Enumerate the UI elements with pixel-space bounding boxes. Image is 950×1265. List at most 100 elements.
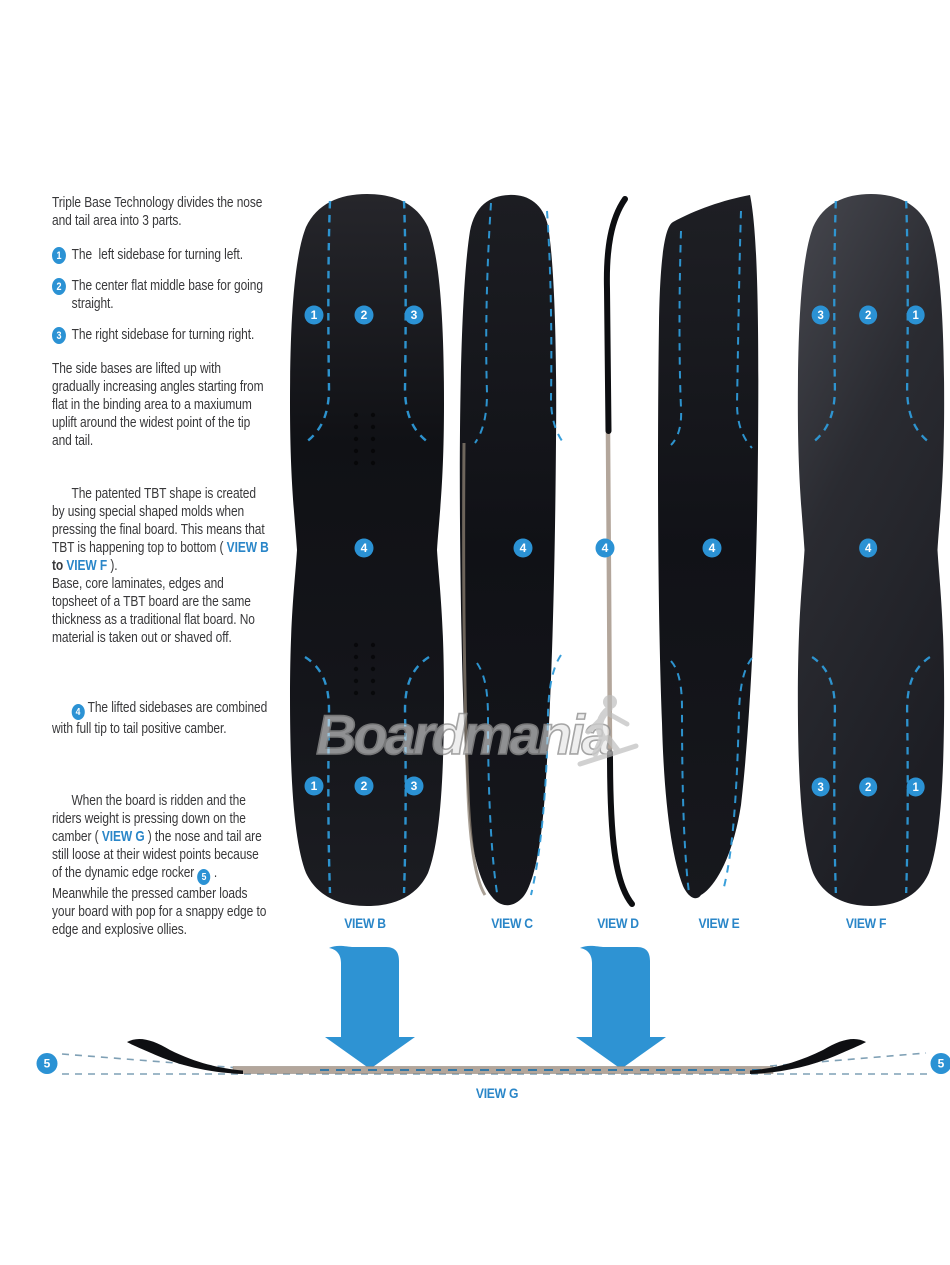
camber-badge <box>859 538 878 558</box>
board-view-c: 4 <box>459 194 566 906</box>
ridden-seg2: the nose and tail are still loose at the… <box>52 829 265 881</box>
camber-badge-number: 4 <box>709 541 716 555</box>
profile-nose-dark <box>603 196 628 434</box>
board-outline <box>459 194 557 906</box>
zone-badge-number: 3 <box>817 309 824 322</box>
tbt-zone-dashed-line <box>811 200 837 444</box>
down-arrow-icon <box>325 945 415 1069</box>
zone-badge <box>906 777 925 797</box>
tbt-zone-dashed-line <box>546 210 566 446</box>
zone-badges-top: 3 2 1 <box>811 305 925 325</box>
tbt-zone-dashed-line <box>402 200 430 444</box>
list-item: 2 The center flat middle base for going … <box>52 277 270 313</box>
tbt-zone-dashed-line <box>811 655 837 894</box>
camber-item-text: The lifted sidebases are combined with f… <box>52 700 271 737</box>
press-down-arrow-left <box>325 945 415 1069</box>
tbt-zone-dashed-line <box>476 662 498 894</box>
tbt-zone-dashed-line <box>304 655 332 894</box>
zone-badge-number: 2 <box>865 309 872 322</box>
zone-badges-bottom: 3 2 1 <box>811 777 925 797</box>
zone-badge-number: 1 <box>311 779 318 793</box>
board-view-e: 4 <box>658 195 759 899</box>
number-badge-2: 2 <box>52 278 66 295</box>
tbt-zone-dashed-line <box>530 654 562 896</box>
zone-badge <box>354 305 374 325</box>
list-item-text: The right sidebase for turning right. <box>71 327 255 343</box>
watermark: Boardmania <box>315 695 639 767</box>
tbt-lead: The patented TBT shape is created by usi… <box>52 486 268 556</box>
tbt-zone-dashed-line <box>735 210 753 449</box>
zone-badge-number: 2 <box>361 308 368 322</box>
view-b-reference: VIEW B <box>226 540 269 556</box>
zone-badge-number: 3 <box>817 781 824 794</box>
number-badge-5: 5 <box>197 869 211 885</box>
view-d-label: VIEW D <box>597 916 639 931</box>
tbt-paragraph: The patented TBT shape is created by usi… <box>52 467 270 665</box>
zone-badge <box>404 776 424 796</box>
ridden-paragraph: When the board is ridden and the riders … <box>52 774 270 957</box>
press-down-arrow-right <box>576 945 666 1069</box>
profile-tail-dark <box>607 750 635 907</box>
tbt-zone-dashed-line <box>905 200 931 444</box>
camber-badge <box>513 538 533 558</box>
camber-badge-number: 4 <box>520 541 527 555</box>
ridden-seg1: When the board is ridden and the riders … <box>52 793 250 845</box>
watermark-text: Boardmania <box>316 703 611 766</box>
number-badge-1: 1 <box>52 247 66 264</box>
zone-badge <box>859 305 878 325</box>
board-side-edge <box>462 442 487 896</box>
view-b-label: VIEW B <box>344 916 386 931</box>
view-g-label: VIEW G <box>475 1086 519 1101</box>
zone-badge-number: 1 <box>311 308 318 322</box>
camber-badge <box>702 538 722 558</box>
paren-open: ( <box>219 540 227 556</box>
board-view-f: 3 2 1 4 3 2 1 <box>797 194 945 906</box>
board-view-d: 4 <box>595 196 635 907</box>
zone-badge-number: 3 <box>411 308 418 322</box>
camber-badge <box>595 538 615 558</box>
intro-paragraph: Triple Base Technology divides the nose … <box>52 195 266 229</box>
camber-badge-number: 4 <box>865 542 872 555</box>
camber-badge-number: 4 <box>602 541 609 555</box>
board-profile-tail <box>750 1038 866 1074</box>
zone-badge-number: 1 <box>912 309 919 322</box>
paren-close: ) <box>144 829 155 845</box>
list-item: 1 The left sidebase for turning left. <box>52 246 270 264</box>
zone-badges-bottom: 1 2 3 <box>304 776 424 796</box>
to-text: to <box>52 540 276 574</box>
zone-badge <box>404 305 424 325</box>
zone-badge-number: 3 <box>411 779 418 793</box>
tbt-zone-dashed-line <box>722 657 753 892</box>
rocker-badge-right <box>930 1053 950 1074</box>
view-f-reference: VIEW F <box>66 558 108 574</box>
camber-badge <box>354 538 374 558</box>
list-item: 3 The right sidebase for turning right. <box>52 326 270 344</box>
tbt-zone-dashed-line <box>905 655 931 894</box>
tbt-zone-dashed-line <box>670 660 690 894</box>
camber-badge-number: 4 <box>361 541 368 555</box>
ridden-seg3: . Meanwhile the pressed camber loads you… <box>52 865 270 938</box>
rocker-badge-right-number: 5 <box>938 1057 945 1071</box>
zone-badge <box>304 776 324 796</box>
rocker-badge-left <box>36 1053 58 1074</box>
base-sentence: Base, core laminates, edges and topsheet… <box>52 576 259 646</box>
rocker-wedge-left-dashed <box>61 1053 234 1069</box>
zone-badge <box>811 305 830 325</box>
down-arrow-icon <box>576 945 666 1069</box>
view-e-label: VIEW E <box>698 916 740 931</box>
list-item-text: The left sidebase for turning left. <box>71 247 244 263</box>
number-badge-4: 4 <box>71 704 85 720</box>
tbt-zone-dashed-line <box>402 655 430 894</box>
view-g-reference: VIEW G <box>101 829 145 845</box>
zone-badge <box>859 777 878 797</box>
view-c-label: VIEW C <box>491 916 533 931</box>
tbt-zone-dashed-line <box>304 200 332 444</box>
snowboarder-silhouette-icon <box>577 695 639 767</box>
list-item-text: The center flat middle base for going st… <box>71 278 270 312</box>
tbt-zone-dashed-line <box>670 230 683 446</box>
zone-badge-number: 1 <box>912 781 919 794</box>
binding-insert-dots <box>353 412 376 696</box>
zone-badge <box>354 776 374 796</box>
zone-badge <box>304 305 324 325</box>
rocker-badge-left-number: 5 <box>44 1057 51 1071</box>
